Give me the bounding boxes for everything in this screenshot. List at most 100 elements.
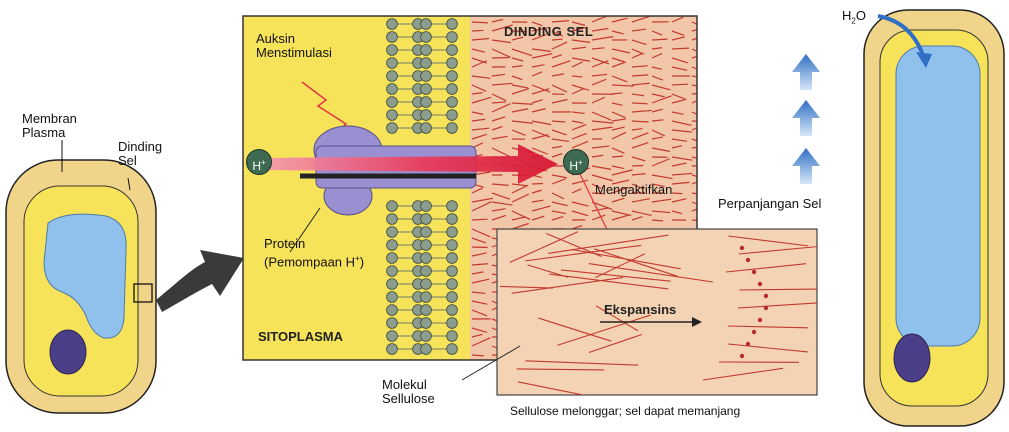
lipid-head <box>447 292 458 303</box>
lipid-head <box>387 279 398 290</box>
wall-fiber <box>672 84 688 85</box>
lipid-head <box>421 58 432 69</box>
lipid-head <box>447 344 458 355</box>
perpanjangan-sel-label: Perpanjangan Sel <box>718 197 821 211</box>
lipid-head <box>447 201 458 212</box>
lipid-head <box>447 19 458 30</box>
lipid-head <box>387 292 398 303</box>
lipid-head <box>387 123 398 134</box>
expansin-dot <box>740 246 744 250</box>
lipid-head <box>447 32 458 43</box>
sitoplasma-label: SITOPLASMA <box>258 330 343 344</box>
proton-right: H+ <box>563 149 589 175</box>
membran-plasma-label: Membran Plasma <box>22 112 82 140</box>
lipid-head <box>447 84 458 95</box>
wall-fiber <box>472 247 488 248</box>
wall-fiber <box>552 39 563 40</box>
left-nucleus <box>50 330 86 374</box>
lipid-head <box>387 227 398 238</box>
lipid-head <box>421 227 432 238</box>
lipid-head <box>421 266 432 277</box>
lipid-head <box>421 19 432 30</box>
lipid-head <box>421 292 432 303</box>
lipid-head <box>447 279 458 290</box>
lipid-head <box>387 84 398 95</box>
lipid-head <box>421 253 432 264</box>
expansin-dot <box>764 306 768 310</box>
wall-fiber <box>472 219 488 220</box>
lipid-head <box>387 58 398 69</box>
lipid-head <box>447 227 458 238</box>
lipid-head <box>447 214 458 225</box>
expansin-dot <box>758 282 762 286</box>
lipid-head <box>447 305 458 316</box>
wall-fiber <box>472 355 484 356</box>
ekspansins-label: Ekspansins <box>604 303 676 317</box>
lipid-head <box>447 331 458 342</box>
lipid-head <box>387 214 398 225</box>
wall-fiber <box>672 193 682 194</box>
lipid-head <box>447 253 458 264</box>
wall-fiber <box>532 183 543 184</box>
lipid-head <box>387 19 398 30</box>
lipid-head <box>447 240 458 251</box>
right-plant-cell <box>864 10 1004 426</box>
lipid-head <box>447 123 458 134</box>
expansin-dot <box>752 330 756 334</box>
lipid-head <box>421 84 432 95</box>
right-nucleus <box>894 334 930 382</box>
lipid-head <box>421 45 432 56</box>
lipid-head <box>447 45 458 56</box>
lipid-head <box>421 305 432 316</box>
proton-left: H+ <box>246 149 272 175</box>
lipid-head <box>447 71 458 82</box>
expansin-dot <box>752 270 756 274</box>
wall-fiber <box>472 30 483 31</box>
expansin-dot <box>764 294 768 298</box>
lipid-head <box>447 58 458 69</box>
lipid-head <box>387 201 398 212</box>
lipid-head <box>421 279 432 290</box>
protein-label: Protein <box>264 237 305 251</box>
lipid-head <box>447 318 458 329</box>
blue-up-arrow-icon <box>792 54 820 184</box>
lipid-head <box>421 110 432 121</box>
lipid-head <box>421 318 432 329</box>
lipid-head <box>421 123 432 134</box>
lipid-head <box>387 110 398 121</box>
lipid-head <box>421 214 432 225</box>
lipid-head <box>387 266 398 277</box>
lipid-head <box>387 253 398 264</box>
lipid-head <box>387 318 398 329</box>
expansin-dot <box>746 258 750 262</box>
lipid-head <box>421 32 432 43</box>
pompa-label: (Pemompaan H+) <box>264 252 364 269</box>
lipid-head <box>387 45 398 56</box>
mengaktifkan-label: Mengaktifkan <box>595 183 672 197</box>
right-vacuole <box>896 46 980 346</box>
lipid-head <box>387 305 398 316</box>
expansin-dot <box>740 354 744 358</box>
lipid-head <box>421 331 432 342</box>
lipid-head <box>387 344 398 355</box>
zoom-arrow-icon <box>156 250 244 312</box>
molekul-sellulose-label: Molekul Sellulose <box>382 378 452 406</box>
lipid-head <box>387 240 398 251</box>
lipid-head <box>447 110 458 121</box>
h2o-label: H2O <box>842 9 866 29</box>
lipid-head <box>421 201 432 212</box>
lipid-head <box>421 344 432 355</box>
lipid-head <box>421 97 432 108</box>
lipid-head <box>447 97 458 108</box>
lipid-head <box>387 97 398 108</box>
dinding-sel-label: Dinding Sel <box>118 140 166 168</box>
dinding-sel-title: DINDING SEL <box>504 25 593 39</box>
wall-fiber <box>632 103 647 104</box>
lipid-head <box>421 71 432 82</box>
lipid-head <box>387 32 398 43</box>
lipid-head <box>387 331 398 342</box>
left-plant-cell <box>6 140 156 413</box>
sellulose-caption: Sellulose melonggar; sel dapat memanjang <box>510 404 740 418</box>
